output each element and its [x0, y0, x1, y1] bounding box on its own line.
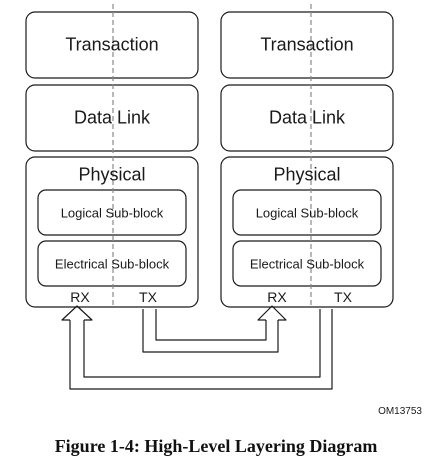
right-tx-to-left-rx-inner — [83, 309, 321, 378]
right-data-link-box — [220, 84, 394, 152]
left-electrical-subblock-label: Electrical Sub-block — [54, 256, 170, 272]
right-physical-label: Physical — [273, 164, 341, 185]
left-rx-label: RX — [70, 289, 90, 305]
tx-to-right-rx-outer — [142, 309, 279, 353]
left-transaction-label: Transaction — [65, 34, 159, 55]
right-data-link-label: Data Link — [268, 107, 346, 128]
left-data-link-box — [25, 84, 199, 152]
left-transaction-box — [25, 11, 199, 79]
right-electrical-subblock-label: Electrical Sub-block — [249, 256, 365, 272]
left-tx-label: TX — [139, 289, 157, 305]
right-logical-subblock-box — [232, 189, 382, 236]
tx-to-right-rx-inner — [155, 309, 267, 341]
left-physical-label: Physical — [78, 164, 146, 185]
left-logical-subblock-label: Logical Sub-block — [60, 205, 164, 221]
right-tx-to-left-rx-arrowhead — [61, 305, 93, 321]
right-transaction-label: Transaction — [260, 34, 354, 55]
left-electrical-subblock-box — [37, 240, 187, 287]
left-logical-subblock-box — [37, 189, 187, 236]
figure-caption: Figure 1-4: High-Level Layering Diagram — [54, 436, 378, 456]
tx-to-right-rx-arrowhead — [257, 305, 287, 321]
left-data-link-label: Data Link — [73, 107, 151, 128]
right-logical-subblock-label: Logical Sub-block — [255, 205, 359, 221]
left-physical-box — [25, 156, 199, 308]
right-tx-to-left-rx-outer — [69, 309, 333, 390]
right-rx-label: RX — [267, 289, 287, 305]
diagram-id: OM13753 — [378, 406, 422, 417]
right-tx-label: TX — [334, 289, 352, 305]
right-transaction-box — [220, 11, 394, 79]
right-electrical-subblock-box — [232, 240, 382, 287]
right-physical-box — [220, 156, 394, 308]
